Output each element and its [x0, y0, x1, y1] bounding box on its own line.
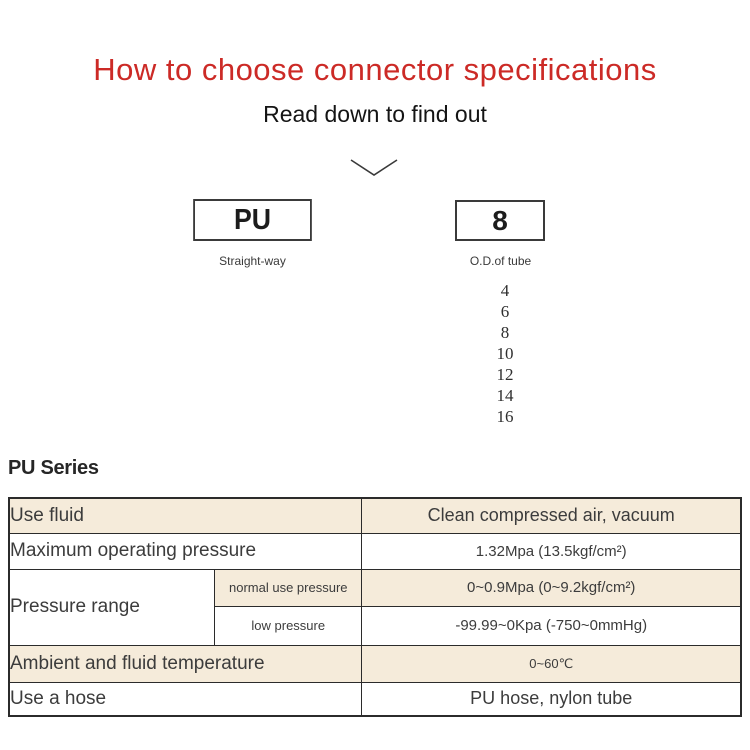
spec-table: Use fluid Clean compressed air, vacuum M… [8, 497, 742, 717]
tube-size-box: 8 [455, 200, 545, 241]
size-box-label: O.D.of tube [469, 254, 532, 268]
spec-sublabel-low-pressure: low pressure [214, 605, 363, 646]
table-row: Use a hose PU hose, nylon tube [8, 681, 742, 717]
table-row: Pressure range normal use pressure 0~0.9… [8, 568, 742, 646]
size-option: 12 [496, 365, 514, 384]
size-option: 8 [500, 323, 510, 342]
size-option: 10 [496, 344, 514, 363]
spec-value-hose: PU hose, nylon tube [361, 681, 742, 717]
page-title: How to choose connector specifications [93, 52, 657, 87]
page-subtitle: Read down to find out [263, 101, 487, 127]
spec-label-use-fluid: Use fluid [8, 497, 363, 534]
model-code-value: PU [233, 203, 272, 236]
spec-value-low-pressure: -99.99~0Kpa (-750~0mmHg) [361, 605, 742, 646]
spec-label-hose: Use a hose [8, 681, 363, 717]
chevron-down-icon [350, 159, 398, 176]
size-option: 4 [500, 281, 510, 300]
spec-value-normal-pressure: 0~0.9Mpa (0~9.2kgf/cm²) [361, 568, 742, 607]
spec-value-max-pressure: 1.32Mpa (13.5kgf/cm²) [361, 532, 742, 570]
tube-size-options: 4 6 8 10 12 14 16 [455, 280, 555, 427]
spec-label-max-pressure: Maximum operating pressure [8, 532, 363, 570]
table-row: Ambient and fluid temperature 0~60℃ [8, 644, 742, 683]
size-option: 14 [496, 386, 514, 405]
table-row: Maximum operating pressure 1.32Mpa (13.5… [8, 532, 742, 570]
spec-value-temperature: 0~60℃ [361, 644, 742, 683]
spec-value-use-fluid: Clean compressed air, vacuum [361, 497, 742, 534]
spec-label-pressure-range: Pressure range [8, 568, 216, 646]
model-code-box: PU [193, 199, 312, 241]
spec-label-temperature: Ambient and fluid temperature [8, 644, 363, 683]
size-option: 16 [496, 407, 514, 426]
size-option: 6 [500, 302, 510, 321]
tube-size-value: 8 [492, 204, 508, 236]
table-row: Use fluid Clean compressed air, vacuum [8, 497, 742, 534]
table-row: low pressure -99.99~0Kpa (-750~0mmHg) [9, 605, 742, 646]
model-box-label: Straight-way [219, 254, 286, 268]
series-heading: PU Series [8, 457, 99, 479]
spec-sublabel-normal-pressure: normal use pressure [214, 568, 363, 607]
